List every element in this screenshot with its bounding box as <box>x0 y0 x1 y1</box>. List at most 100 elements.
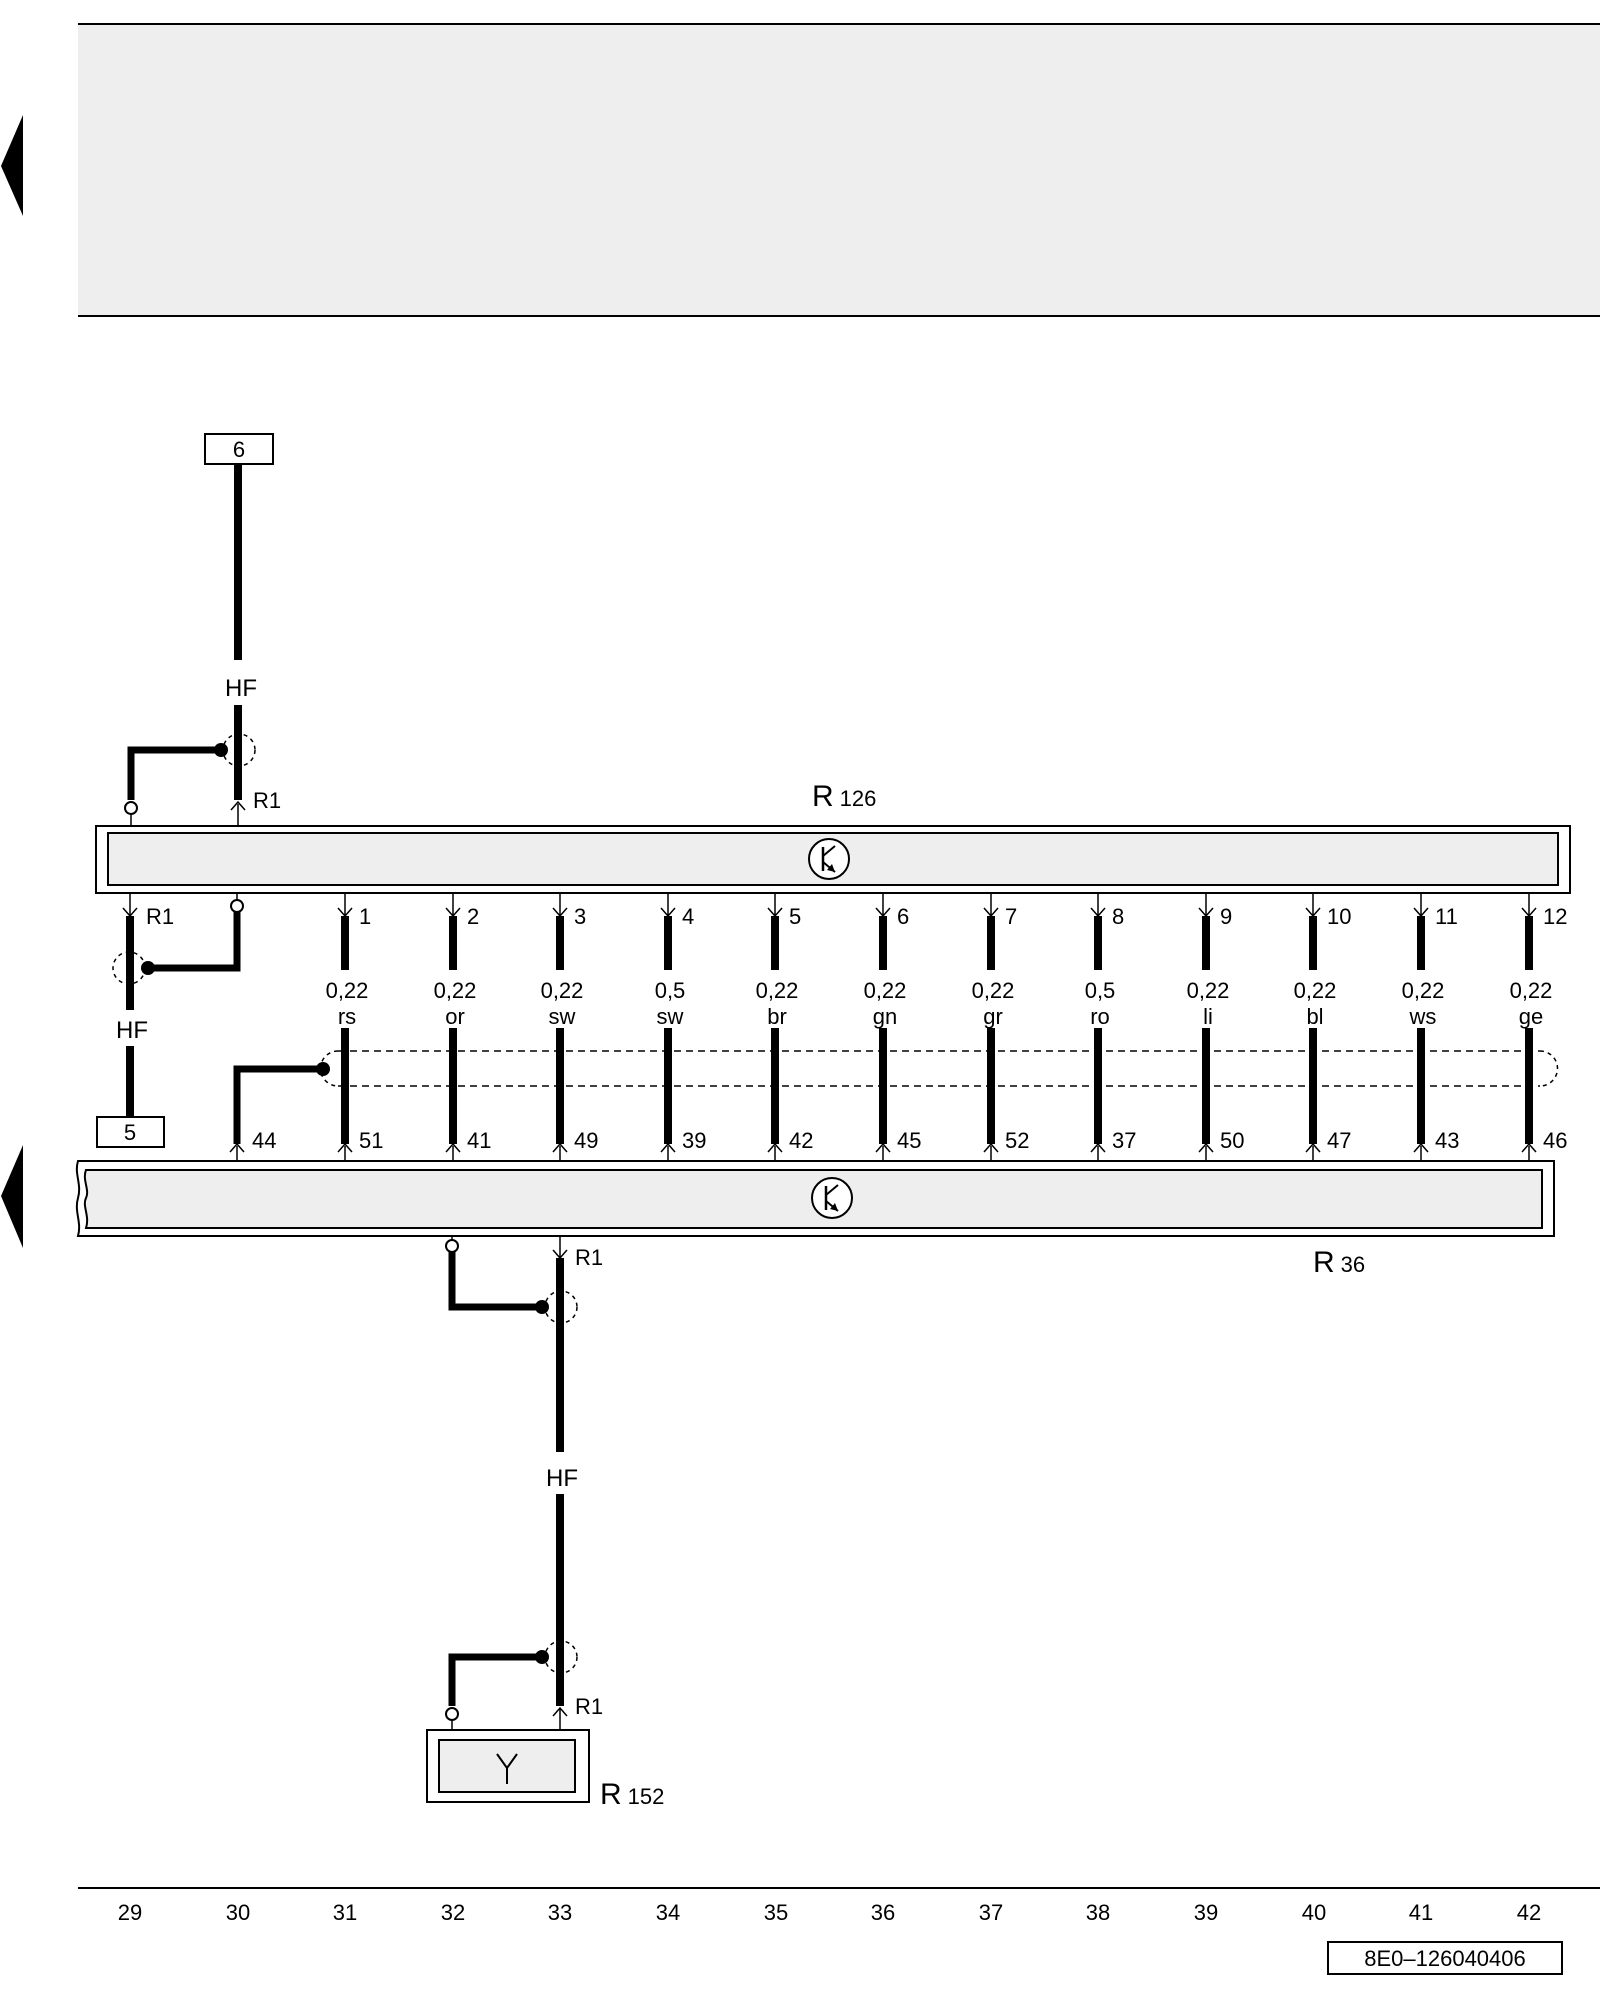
pin-top-label: 9 <box>1220 904 1232 929</box>
pin-bottom-label: 47 <box>1327 1128 1351 1153</box>
shield-ground-top <box>127 746 220 800</box>
pin-top-label: 8 <box>1112 904 1124 929</box>
module-r152[interactable] <box>426 1729 590 1803</box>
pin-top-label: 7 <box>1005 904 1017 929</box>
connector-6-label: 6 <box>233 437 245 462</box>
wire-color: ws <box>1409 1004 1437 1029</box>
pin-top-label: 1 <box>359 904 371 929</box>
transistor-icon <box>811 1177 853 1219</box>
antenna-icon <box>496 1753 518 1784</box>
pin-top-label: 4 <box>682 904 694 929</box>
shield-dot-r36 <box>535 1300 549 1314</box>
pin-top-label: 6 <box>897 904 909 929</box>
wire-size: 0,5 <box>1085 978 1116 1003</box>
pin-arrow-top <box>1413 894 1429 918</box>
wire-color: ge <box>1519 1004 1543 1029</box>
pin-arrow-top <box>983 894 999 918</box>
module-r126[interactable] <box>95 825 1571 894</box>
pin-bottom-label: 51 <box>359 1128 383 1153</box>
wire-color: bl <box>1306 1004 1323 1029</box>
terminal-open-r126-30 <box>230 899 244 913</box>
pin-arrow-bottom <box>445 1142 461 1161</box>
pin-arrow-top <box>767 894 783 918</box>
wire-size: 0,22 <box>326 978 369 1003</box>
wire-color: gn <box>873 1004 897 1029</box>
terminal-open-top-left <box>124 801 138 815</box>
footer-column-41: 41 <box>1409 1900 1433 1925</box>
pin-top-label: 12 <box>1543 904 1567 929</box>
pin-arrow-top <box>1305 894 1321 918</box>
pin-bottom-label: 46 <box>1543 1128 1567 1153</box>
pin-bottom-label: 50 <box>1220 1128 1244 1153</box>
pin-arrow-top <box>552 894 568 918</box>
pin-arrow-top <box>660 894 676 918</box>
pin-top-label: 3 <box>574 904 586 929</box>
pin-arrow-bottom <box>983 1142 999 1161</box>
wire-size: 0,22 <box>864 978 907 1003</box>
pin-arrow-shield-44 <box>229 1142 245 1162</box>
terminal-open-r36-32 <box>445 1239 459 1253</box>
r1-label-r36: R1 <box>575 1245 603 1270</box>
wire-size: 0,22 <box>1187 978 1230 1003</box>
prev-section-arrow-icon[interactable] <box>1 1145 23 1248</box>
hf-label-bottom: HF <box>546 1465 578 1492</box>
wire-size: 0,22 <box>1294 978 1337 1003</box>
footer-column-31: 31 <box>333 1900 357 1925</box>
pin-arrow-bottom <box>1413 1142 1429 1161</box>
prev-page-arrow-icon[interactable] <box>1 115 23 216</box>
pin-arrow-top <box>875 894 891 918</box>
connector-5: 5 <box>96 1116 165 1148</box>
pin-arrow-top <box>1198 894 1214 918</box>
footer-column-30: 30 <box>226 1900 250 1925</box>
pin-top-label: 5 <box>789 904 801 929</box>
footer-column-36: 36 <box>871 1900 895 1925</box>
shield-ground-r36 <box>448 1252 540 1311</box>
pin-bottom-label: 49 <box>574 1128 598 1153</box>
module-r36[interactable] <box>75 1160 1555 1237</box>
hf-label-top: HF <box>225 675 257 702</box>
pin-arrow-bottom <box>875 1142 891 1161</box>
pin-bottom-label: 41 <box>467 1128 491 1153</box>
footer-column-40: 40 <box>1302 1900 1326 1925</box>
pin-top-label: 10 <box>1327 904 1351 929</box>
pin-top-label: 11 <box>1435 904 1458 929</box>
pin-arrow-r36-hf <box>552 1237 568 1260</box>
pin-arrow-left-r1 <box>122 894 138 918</box>
transistor-icon <box>808 838 850 880</box>
footer-column-38: 38 <box>1086 1900 1110 1925</box>
bus-wires: 10,22rs5120,22or4130,22sw4940,5sw3950,22… <box>326 894 1567 1161</box>
pin-arrow-top-hf <box>230 800 246 826</box>
pin-arrow-bottom <box>660 1142 676 1161</box>
shield-dot-r152 <box>535 1650 549 1664</box>
header-band <box>78 24 1600 316</box>
r1-label-r152: R1 <box>575 1694 603 1719</box>
doc-id-box: 8E0–126040406 <box>1327 1941 1563 1975</box>
wire-color: br <box>767 1004 787 1029</box>
footer-column-42: 42 <box>1517 1900 1541 1925</box>
r1-label-left: R1 <box>146 904 174 929</box>
shield-ring-top <box>222 733 256 767</box>
wire-color: sw <box>549 1004 576 1029</box>
pin-arrow-top <box>445 894 461 918</box>
pin-arrow-bottom <box>1521 1142 1537 1161</box>
shield-dot-top <box>214 743 228 757</box>
wire-size: 0,22 <box>1510 978 1553 1003</box>
wire-size: 0,22 <box>756 978 799 1003</box>
footer-column-35: 35 <box>764 1900 788 1925</box>
wire-size: 0,5 <box>655 978 686 1003</box>
pin-arrow-top <box>337 894 353 918</box>
shield-ring-left <box>112 951 146 985</box>
footer-column-29: 29 <box>118 1900 142 1925</box>
hf-label-left: HF <box>116 1017 148 1044</box>
pin-arrow-top <box>1521 894 1537 918</box>
